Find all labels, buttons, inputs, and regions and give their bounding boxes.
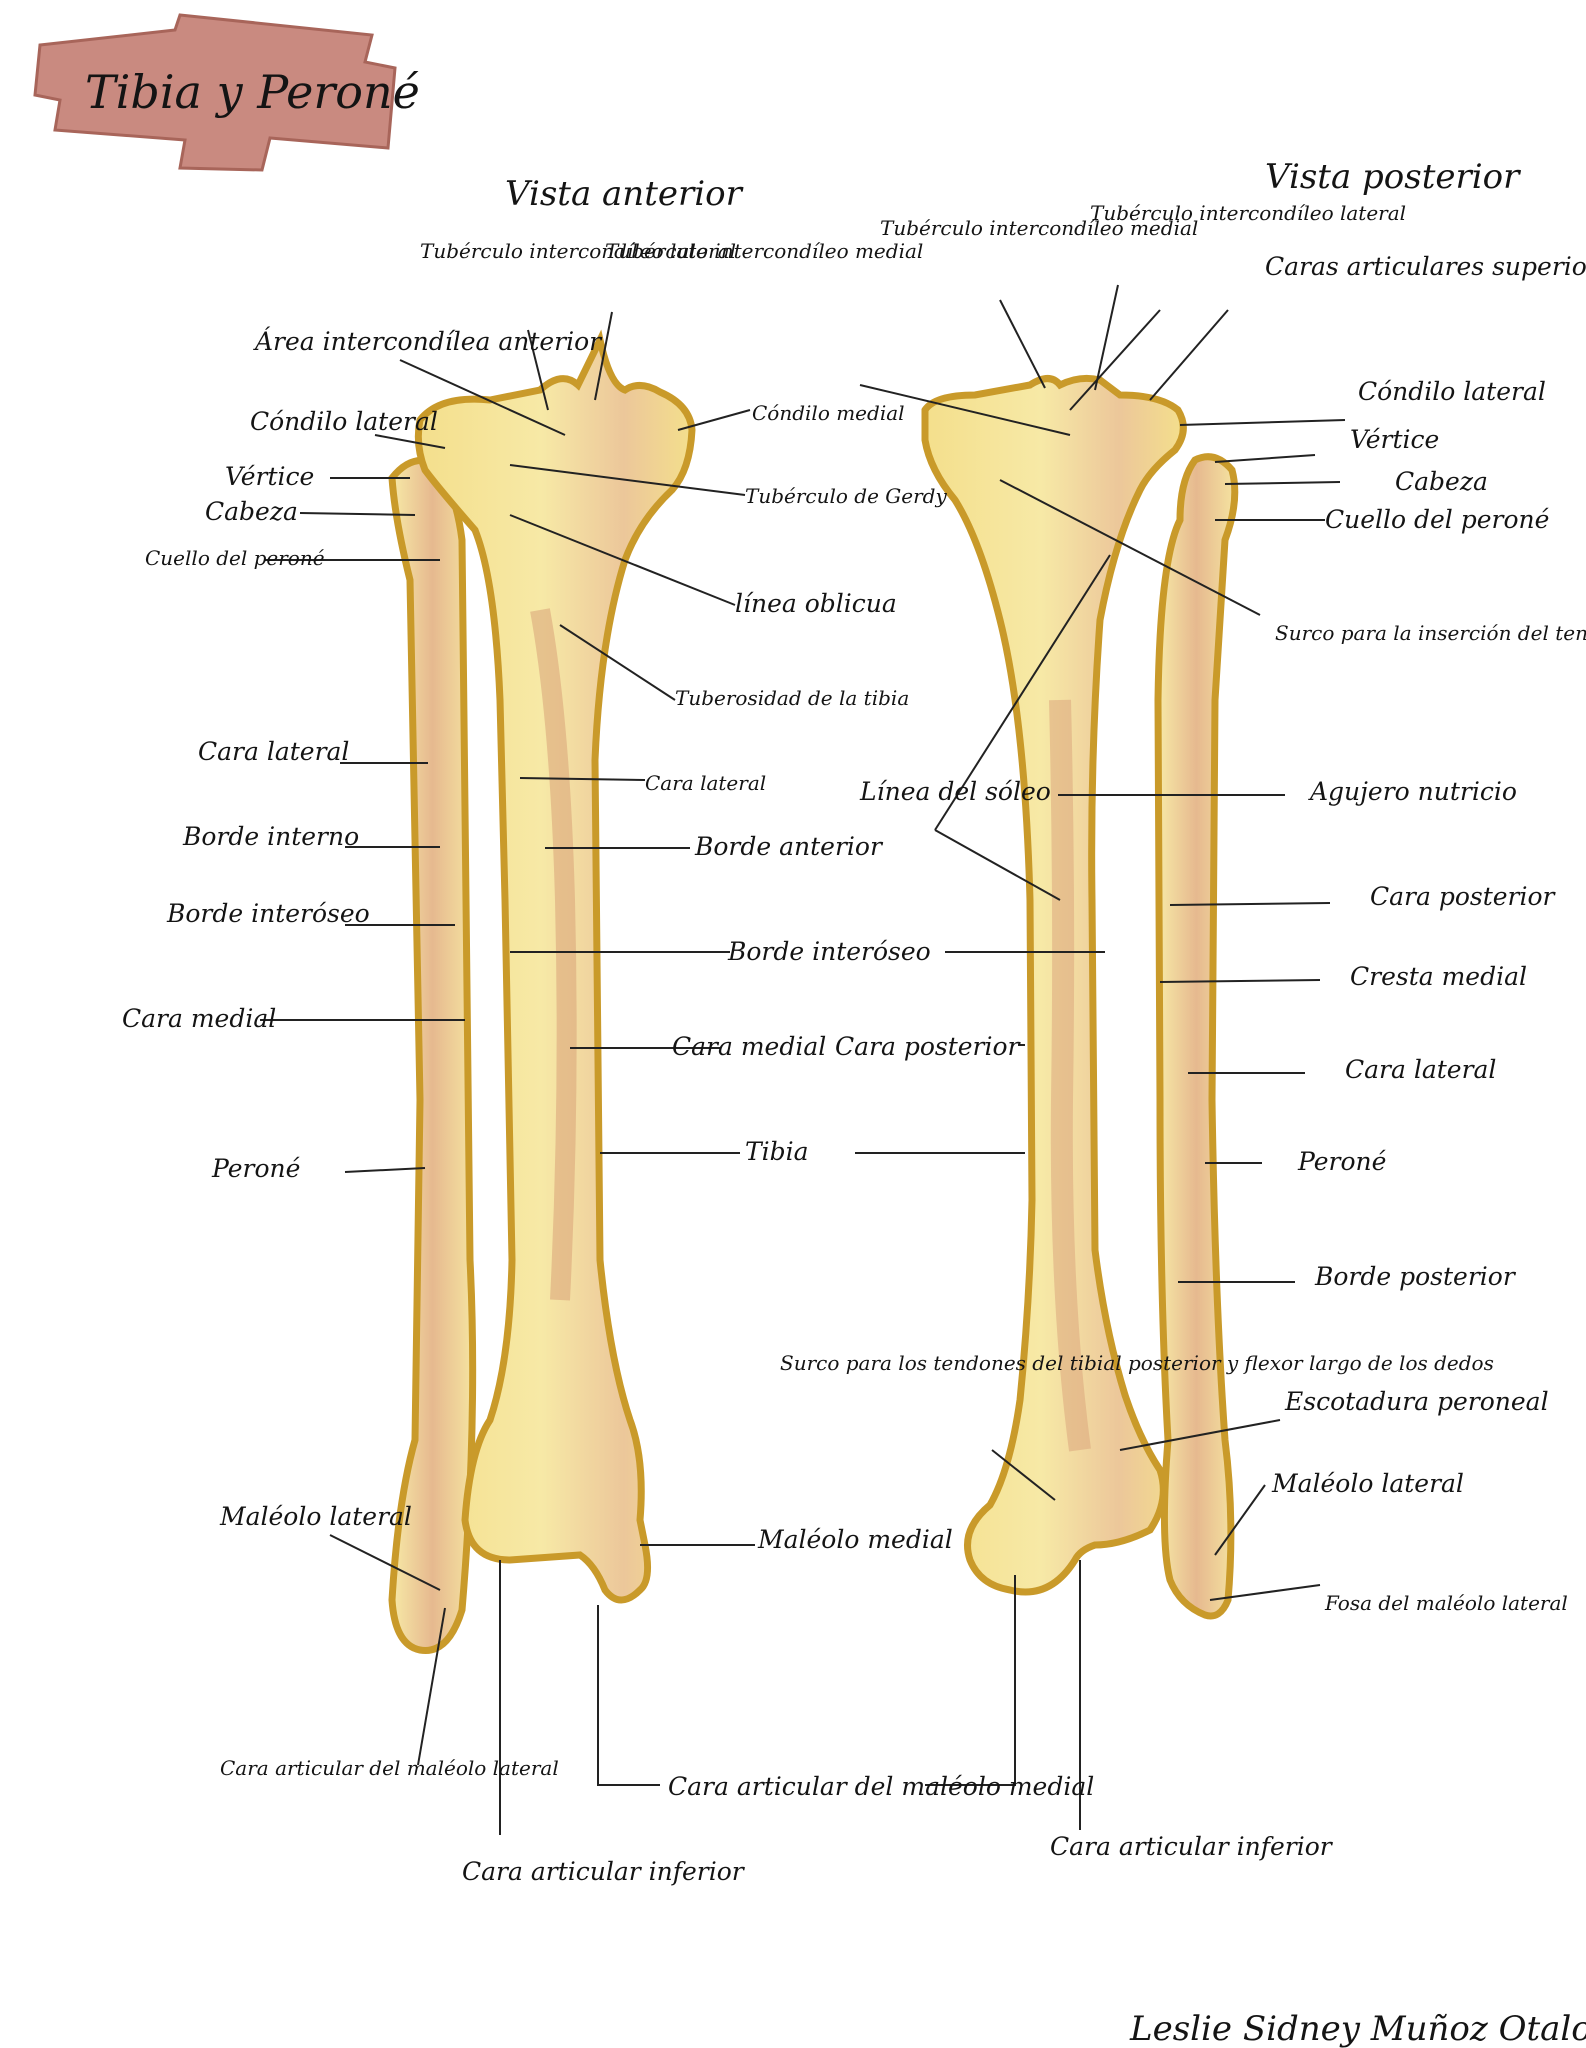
posterior-fibula [1154,453,1239,1620]
label-condilo-medial-ant: Cóndilo medial [752,401,905,425]
heading-posterior: Vista posterior [1265,157,1521,197]
label-vertice-post: Vértice [1350,425,1439,454]
label-condilo-lateral-post: Cóndilo lateral [1358,377,1546,406]
label-linea-soleo: Línea del sóleo [859,777,1051,806]
label-cara-articular-maleolo-medial: Cara articular del maléolo medial [668,1772,1094,1801]
label-area-intercondilea-anterior: Área intercondílea anterior [253,327,603,356]
label-maleolo-lateral-ant: Maléolo lateral [219,1502,412,1531]
label-cuello-perone-ant: Cuello del peroné [145,546,325,570]
label-borde-posterior: Borde posterior [1314,1262,1517,1291]
label-condilo-lateral-ant: Cóndilo lateral [250,407,438,436]
label-fosa-maleolo-lateral: Fosa del maléolo lateral [1324,1591,1568,1615]
label-maleolo-lateral-post: Maléolo lateral [1271,1469,1464,1498]
label-cara-lateral-perone-ant: Cara lateral [198,737,349,766]
label-cabeza-ant: Cabeza [205,497,298,526]
anterior-fibula [388,456,477,1654]
label-cara-articular-maleolo-lateral: Cara articular del maléolo lateral [220,1756,559,1780]
label-tuberculo-intercondileo-medial-post: Tubérculo intercondíleo medial [880,216,1198,240]
label-tuberculo-intercondileo-lateral-post: Tubérculo intercondíleo lateral [1090,201,1406,225]
label-borde-interoseo-tibia: Borde interóseo [727,937,931,966]
label-tuberculo-gerdy: Tubérculo de Gerdy [745,484,947,508]
label-cuello-perone-post: Cuello del peroné [1325,505,1550,534]
label-borde-anterior: Borde anterior [694,832,884,861]
signature: Leslie Sidney Muñoz Otalora [1129,2009,1586,2048]
label-borde-interno: Borde interno [182,822,359,851]
label-cara-lateral-tibia-ant: Cara lateral [645,771,766,795]
label-cresta-medial: Cresta medial [1350,962,1527,991]
label-cara-articular-inferior-post: Cara articular inferior [1050,1832,1334,1861]
page-title: Tibia y Peroné [85,65,420,119]
label-tuberculo-intercondileo-medial-ant: Tubérculo intercondíleo medial [605,239,923,263]
anterior-label-group: Tubérculo intercondíleo lateral Tubércul… [122,239,953,1886]
label-cara-posterior-tibia-post: Cara posterior [835,1032,1022,1061]
shared-label-group: Borde interóseo Tibia Cara articular del… [668,937,1094,1801]
heading-anterior: Vista anterior [505,174,744,214]
label-tibia: Tibia [745,1137,809,1166]
label-caras-articulares-superiores: Caras articulares superiores [1265,252,1586,281]
title-banner: Tibia y Peroné [33,13,420,172]
label-cabeza-post: Cabeza [1395,467,1488,496]
posterior-tibia [921,374,1187,1596]
label-borde-interoseo-perone-ant: Borde interóseo [166,899,370,928]
label-linea-oblicua: línea oblicua [735,589,897,618]
posterior-label-group: Tubérculo intercondíleo medial Tubérculo… [780,201,1586,1861]
label-cara-lateral-post: Cara lateral [1345,1055,1496,1084]
label-surco-semimembranoso: Surco para la inserción del tendón del s… [1275,621,1586,645]
anterior-tibia [414,329,696,1604]
label-cara-medial-perone-ant: Cara medial [122,1004,276,1033]
label-surco-tendones-tibial-posterior: Surco para los tendones del tibial poste… [780,1351,1494,1375]
label-escotadura-peroneal: Escotadura peroneal [1284,1387,1549,1416]
label-maleolo-medial-ant: Maléolo medial [757,1525,953,1554]
label-tuberosidad-tibia: Tuberosidad de la tibia [675,686,909,710]
leader-lines [260,284,1346,1835]
label-agujero-nutricio: Agujero nutricio [1308,777,1517,806]
label-cara-posterior-perone-post: Cara posterior [1370,882,1557,911]
label-tuberculo-intercondileo-lateral-ant: Tubérculo intercondíleo lateral [420,239,736,263]
label-perone-ant: Peroné [211,1154,301,1183]
label-cara-medial-tibia-ant: Cara medial [672,1032,826,1061]
label-vertice-ant: Vértice [225,462,314,491]
label-perone-post: Peroné [1297,1147,1387,1176]
label-cara-articular-inferior-ant: Cara articular inferior [462,1857,746,1886]
